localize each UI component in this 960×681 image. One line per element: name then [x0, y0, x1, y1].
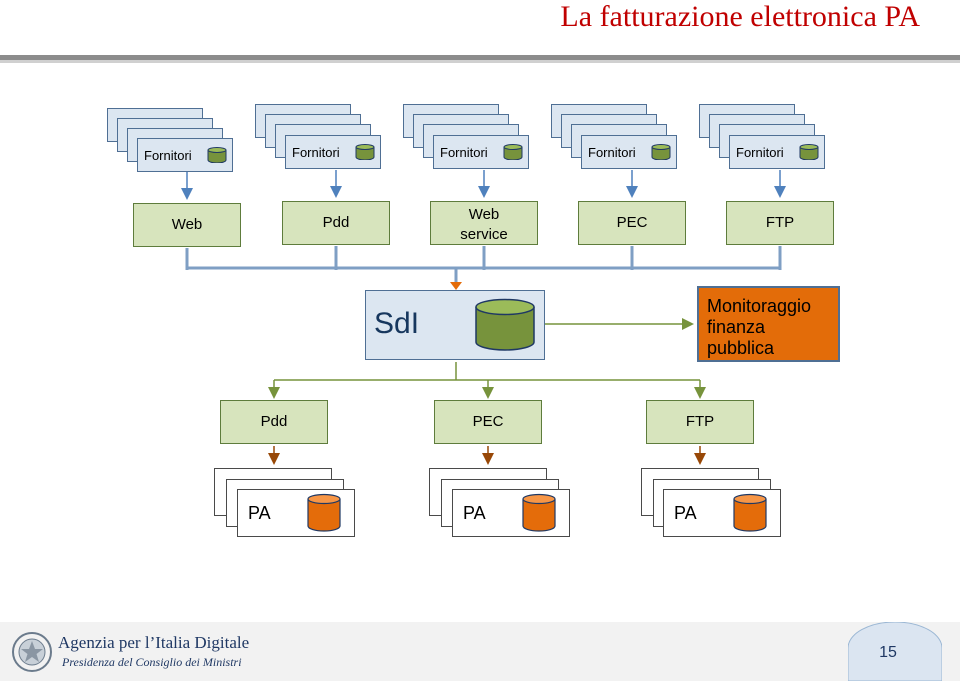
out-channel-ftp: FTP [646, 400, 754, 444]
channel-web-service: Web service [430, 201, 538, 245]
database-icon [733, 493, 767, 532]
footer-band [0, 622, 960, 681]
database-icon [651, 144, 671, 160]
database-icon [307, 493, 341, 532]
database-icon [522, 493, 556, 532]
supplier-card: Fornitori [581, 135, 677, 169]
page-number-badge [848, 622, 942, 681]
footer-agency: Agenzia per l’Italia Digitale [58, 633, 250, 652]
monitoring-line3: pubblica [707, 338, 775, 358]
database-icon [475, 298, 535, 351]
sdi-hub: SdI [365, 290, 545, 360]
channel-web-service-line2: service [460, 226, 508, 243]
database-icon [207, 147, 227, 163]
supplier-label: Fornitori [292, 144, 340, 160]
monitoring-box: Monitoraggio finanza pubblica [697, 286, 840, 362]
title-divider [0, 55, 960, 60]
pa-card: PA [663, 489, 781, 537]
channel-ftp: FTP [726, 201, 834, 245]
title-divider-shadow [0, 60, 960, 63]
pa-label: PA [463, 502, 486, 523]
pa-card: PA [237, 489, 355, 537]
supplier-card: Fornitori [285, 135, 381, 169]
database-icon [503, 144, 523, 160]
out-channel-pec: PEC [434, 400, 542, 444]
sdi-label: SdI [374, 307, 420, 340]
pa-label: PA [248, 502, 271, 523]
monitoring-line1: Monitoraggio [707, 296, 812, 316]
channel-pec: PEC [578, 201, 686, 245]
supplier-label: Fornitori [736, 144, 784, 160]
pa-label: PA [674, 502, 697, 523]
supplier-card: Fornitori [433, 135, 529, 169]
database-icon [799, 144, 819, 160]
footer-presidency: Presidenza del Consiglio dei Ministri [62, 655, 242, 669]
monitoring-line2: finanza [707, 317, 766, 337]
supplier-card: Fornitori [729, 135, 825, 169]
database-icon [355, 144, 375, 160]
channel-pdd: Pdd [282, 201, 390, 245]
out-channel-pdd: Pdd [220, 400, 328, 444]
republic-emblem-icon [12, 632, 52, 672]
channel-web-service-line1: Web [468, 206, 500, 223]
supplier-card: Fornitori [137, 138, 233, 172]
page-number: 15 [879, 644, 897, 661]
supplier-label: Fornitori [440, 144, 488, 160]
supplier-label: Fornitori [588, 144, 636, 160]
supplier-label: Fornitori [144, 147, 192, 163]
channel-web: Web [133, 203, 241, 247]
slide-title: La fatturazione elettronica PA [560, 0, 920, 33]
pa-card: PA [452, 489, 570, 537]
